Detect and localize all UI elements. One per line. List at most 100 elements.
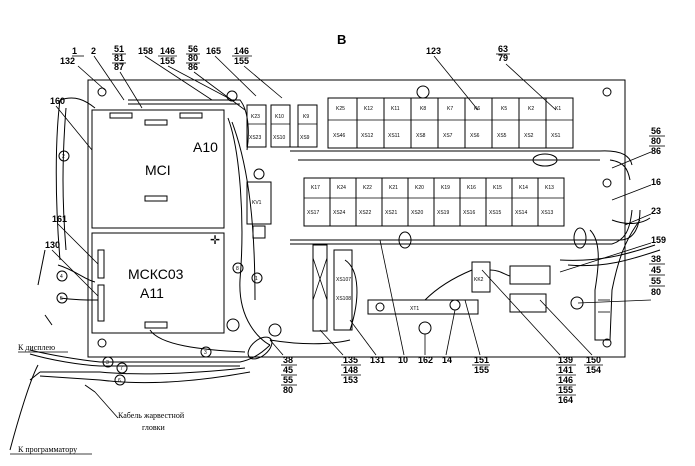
svg-text:6: 6 <box>118 378 121 384</box>
svg-text:XS9: XS9 <box>300 135 310 141</box>
svg-text:5: 5 <box>60 296 63 302</box>
svg-text:146: 146 <box>234 46 249 56</box>
callout-151-155: 151 155 <box>464 299 490 375</box>
svg-text:45: 45 <box>651 265 661 275</box>
svg-text:XS46: XS46 <box>333 133 345 139</box>
callout-2: 2 <box>91 46 125 101</box>
svg-text:XS10: XS10 <box>273 135 285 141</box>
svg-text:56: 56 <box>651 126 661 136</box>
svg-text:131: 131 <box>370 355 385 365</box>
svg-text:23: 23 <box>651 206 661 216</box>
svg-text:132: 132 <box>60 56 75 66</box>
svg-text:81: 81 <box>114 53 124 63</box>
svg-text:K23: K23 <box>251 114 260 120</box>
svg-text:55: 55 <box>651 276 661 286</box>
note-harvest-cable-line2: гловки <box>142 423 166 432</box>
callout-1-132: 1 132 <box>60 46 106 91</box>
svg-text:XS21: XS21 <box>385 210 397 216</box>
conduit <box>589 219 641 341</box>
svg-text:164: 164 <box>558 395 573 405</box>
svg-text:XS14: XS14 <box>515 210 527 216</box>
svg-text:80: 80 <box>188 53 198 63</box>
svg-text:154: 154 <box>586 365 601 375</box>
svg-text:XS8: XS8 <box>416 133 426 139</box>
note-display: К дисплею <box>18 343 55 352</box>
svg-text:38: 38 <box>283 355 293 365</box>
callout-146-155-right: 146 155 <box>232 46 283 99</box>
svg-text:2: 2 <box>91 46 96 56</box>
thermal-relay-kk2: KK2 <box>471 261 584 313</box>
svg-text:XS6: XS6 <box>470 133 480 139</box>
svg-text:146: 146 <box>558 375 573 385</box>
svg-text:XS19: XS19 <box>437 210 449 216</box>
svg-text:XS17: XS17 <box>307 210 319 216</box>
svg-text:K9: K9 <box>303 114 309 120</box>
svg-text:155: 155 <box>234 56 249 66</box>
svg-text:160: 160 <box>50 96 65 106</box>
callout-160: 160 <box>50 96 93 151</box>
wire-numbers: 2 4 5 3 3 6 7 8 1 <box>56 150 263 386</box>
module-mci-name: MCI <box>145 162 171 178</box>
svg-text:K2: K2 <box>528 106 534 112</box>
callout-159: 159 <box>559 235 666 273</box>
callout-135-148-153: 135 148 153 <box>319 329 361 385</box>
svg-text:K20: K20 <box>415 185 424 191</box>
svg-text:162: 162 <box>418 355 433 365</box>
callout-56-80-86-top: 56 80 86 <box>186 44 246 111</box>
svg-text:KV1: KV1 <box>252 200 262 206</box>
svg-text:158: 158 <box>138 46 153 56</box>
svg-text:XS11: XS11 <box>388 133 400 139</box>
callout-162: 162 <box>418 334 433 365</box>
callout-165: 165 <box>206 46 257 97</box>
svg-text:K25: K25 <box>336 106 345 112</box>
svg-text:79: 79 <box>498 53 508 63</box>
callout-131: 131 <box>349 319 385 365</box>
svg-text:XS107: XS107 <box>336 277 351 283</box>
svg-text:K16: K16 <box>467 185 476 191</box>
cable-clamps <box>226 85 587 360</box>
note-programmer: К программатору <box>18 445 77 454</box>
svg-text:XS23: XS23 <box>249 135 261 141</box>
svg-text:K11: K11 <box>391 106 400 112</box>
svg-text:63: 63 <box>498 44 508 54</box>
svg-text:XS7: XS7 <box>443 133 453 139</box>
svg-text:161: 161 <box>52 214 67 224</box>
svg-text:K19: K19 <box>441 185 450 191</box>
svg-text:KK2: KK2 <box>474 277 484 283</box>
svg-text:XS5: XS5 <box>497 133 507 139</box>
svg-text:7: 7 <box>120 366 123 372</box>
view-label: В <box>337 32 346 47</box>
svg-text:K8: K8 <box>420 106 426 112</box>
svg-text:148: 148 <box>343 365 358 375</box>
svg-text:K24: K24 <box>337 185 346 191</box>
svg-text:XS15: XS15 <box>489 210 501 216</box>
callout-38-45-55-80-right: 38 45 55 80 <box>577 254 665 304</box>
callout-51-81-87: 51 81 87 <box>112 44 143 109</box>
callout-123: 123 <box>426 46 479 111</box>
callout-130: 130 <box>45 240 99 297</box>
callout-139-141-146-155-164: 139 141 146 155 164 <box>481 269 576 405</box>
svg-text:1: 1 <box>255 276 258 282</box>
svg-text:10: 10 <box>398 355 408 365</box>
svg-text:38: 38 <box>651 254 661 264</box>
relay-kv1: KV1 <box>246 168 272 239</box>
svg-text:XS20: XS20 <box>411 210 423 216</box>
callout-150-154: 150 154 <box>539 299 603 375</box>
callout-23: 23 <box>624 206 661 226</box>
svg-text:123: 123 <box>426 46 441 56</box>
callout-56-80-86-right: 56 80 86 <box>611 126 665 169</box>
svg-text:XS16: XS16 <box>463 210 475 216</box>
svg-text:XS13: XS13 <box>541 210 553 216</box>
connector-xs107-xs108: XS107 XS108 <box>312 244 353 332</box>
svg-text:K15: K15 <box>493 185 502 191</box>
cable-harness <box>9 97 661 451</box>
svg-text:3: 3 <box>106 360 109 366</box>
svg-text:1: 1 <box>72 46 77 56</box>
svg-text:XS12: XS12 <box>361 133 373 139</box>
svg-text:K22: K22 <box>363 185 372 191</box>
svg-text:4: 4 <box>60 274 63 280</box>
svg-text:150: 150 <box>586 355 601 365</box>
svg-text:165: 165 <box>206 46 221 56</box>
svg-text:K13: K13 <box>545 185 554 191</box>
svg-text:XS1: XS1 <box>551 133 561 139</box>
